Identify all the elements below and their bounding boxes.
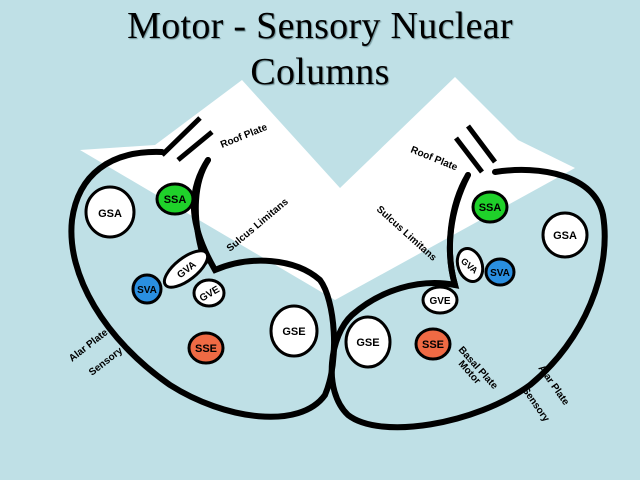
left-gse-label: GSE (282, 326, 305, 338)
right-gva-nucleus: GVA (455, 247, 485, 283)
left-sensory-label: Sensory (87, 345, 125, 378)
right-gse-nucleus: GSE (344, 315, 392, 369)
left-sse-nucleus: SSE (187, 331, 225, 365)
left-gve-nucleus: GVE (192, 278, 226, 308)
right-gsa-nucleus: GSA (541, 211, 589, 259)
left-sse-label: SSE (195, 343, 217, 355)
left-roof-plate-line-2 (176, 130, 214, 162)
right-sse-label: SSE (422, 339, 444, 351)
left-ssa-nucleus: SSA (155, 182, 195, 216)
right-sensory-label: Sensory (520, 385, 552, 424)
right-gse-label: GSE (356, 337, 379, 349)
left-gsa-nucleus: GSA (84, 185, 136, 239)
right-roof-plate-line-1 (466, 124, 497, 164)
left-gsa-label: GSA (98, 208, 122, 220)
right-roof-plate-line-2 (454, 136, 484, 174)
left-sva-label: SVA (137, 285, 157, 296)
right-sva-label: SVA (490, 268, 510, 279)
right-sulcus-line (446, 172, 471, 288)
left-half-outline (68, 148, 338, 420)
left-sulcus-line (192, 157, 211, 265)
ventricle-area (80, 77, 575, 300)
left-gse-nucleus: GSE (269, 304, 319, 358)
slide-title-line-2: Columns (250, 51, 390, 93)
right-half-outline (328, 166, 608, 431)
right-gsa-label: GSA (553, 230, 577, 242)
left-gva-nucleus: GVA (162, 249, 210, 289)
left-sva-nucleus: SVA (131, 273, 163, 305)
right-sse-nucleus: SSE (414, 327, 452, 361)
left-roof-plate-line-1 (160, 116, 202, 157)
slide-title-line-1: Motor - Sensory Nuclear (127, 5, 513, 47)
right-ssa-nucleus: SSA (471, 190, 509, 224)
left-ssa-label: SSA (164, 194, 187, 206)
right-sva-nucleus: SVA (484, 257, 516, 287)
right-gve-nucleus: GVE (421, 285, 459, 315)
right-ssa-label: SSA (479, 202, 502, 214)
right-alar-plate-label: Alar Plate (536, 363, 572, 407)
right-gve-label: GVE (429, 296, 450, 307)
